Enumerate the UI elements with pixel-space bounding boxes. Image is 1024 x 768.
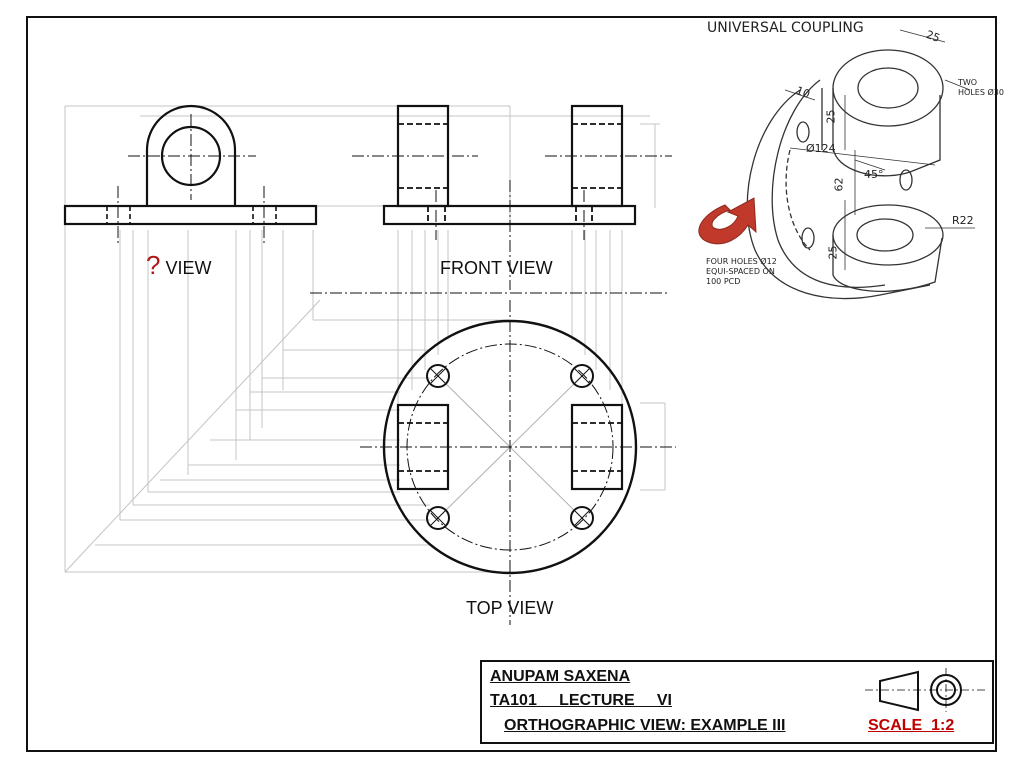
isometric-coupling-drawing <box>746 29 975 300</box>
drawing-scale: SCALE 1:2 <box>868 717 955 734</box>
note-four-holes-line3: 100 PCD <box>706 277 741 286</box>
drawing-subject: ORTHOGRAPHIC VIEW: EXAMPLE III <box>504 717 786 734</box>
dim-r22: R22 <box>952 214 974 227</box>
side-view-text: VIEW <box>165 258 212 278</box>
note-four-holes: FOUR HOLES Ø12 EQUI-SPACED ON 100 PCD <box>706 257 777 287</box>
note-four-holes-line1: FOUR HOLES Ø12 <box>706 257 777 266</box>
note-four-holes-line2: EQUI-SPACED ON <box>706 267 775 276</box>
note-two-holes: TWO HOLES Ø30 <box>958 78 1004 98</box>
dim-phi124: Ø124 <box>806 142 836 155</box>
side-view-label: ? VIEW <box>146 250 212 281</box>
dim-45: 45° <box>864 168 884 181</box>
course-lecture: TA101 LECTURE VI <box>490 692 672 709</box>
note-two-holes-line1: TWO <box>958 78 978 87</box>
dim-25-bottom: 25 <box>826 245 840 260</box>
sheet-border <box>26 16 997 752</box>
iso-title: UNIVERSAL COUPLING <box>707 20 864 36</box>
dim-25-left: 25 <box>824 109 838 124</box>
title-block: ANUPAM SAXENA TA101 LECTURE VI ORTHOGRAP… <box>480 660 994 744</box>
rotate-arrow-icon <box>698 197 757 245</box>
side-view-drawing <box>63 104 318 245</box>
projection-symbol-icon <box>865 668 985 712</box>
front-view-drawing <box>352 104 672 290</box>
note-two-holes-line2: HOLES Ø30 <box>958 88 1004 97</box>
question-mark: ? <box>146 250 161 280</box>
dim-62: 62 <box>832 177 846 192</box>
author-name: ANUPAM SAXENA <box>490 668 631 685</box>
top-view-label: TOP VIEW <box>466 598 554 618</box>
front-view-label: FRONT VIEW <box>440 258 553 278</box>
top-view-drawing <box>310 292 676 625</box>
